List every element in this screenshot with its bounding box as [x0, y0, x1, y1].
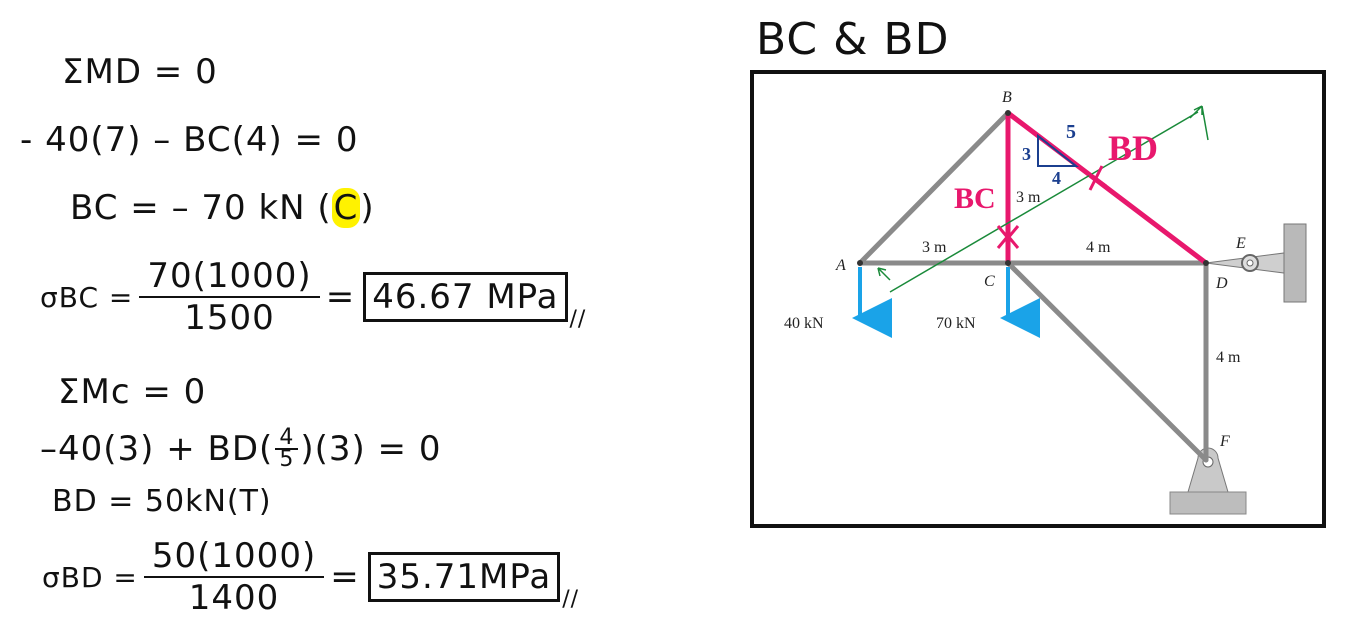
annot-bc: BC: [954, 182, 996, 215]
compression-highlight: C: [331, 188, 361, 228]
dim-df: 4 m: [1216, 349, 1241, 366]
triangle-side-4: 4: [1052, 168, 1061, 188]
slope-triangle: [1037, 133, 1079, 167]
triangle-side-5: 5: [1066, 121, 1076, 143]
stress-bd-numerator: 50(1000): [143, 536, 325, 578]
stress-bc: σBC = 70(1000) 1500 = 46.67 MPa //: [40, 256, 586, 338]
node-label-c: C: [984, 273, 995, 290]
wall-support: [1283, 223, 1307, 303]
node-label-f: F: [1219, 433, 1230, 450]
bc-force-text: BC = – 70 kN (: [70, 188, 332, 228]
stress-bc-equals: =: [325, 277, 356, 317]
ground-f: [1169, 491, 1247, 515]
joint-d: [1203, 260, 1209, 266]
stress-bd-label: σBD =: [42, 560, 138, 594]
ratio-numerator: 4: [275, 427, 299, 450]
annot-bd: BD: [1108, 128, 1158, 168]
node-label-a: A: [835, 257, 846, 274]
cut-mark-bd: [1083, 165, 1107, 191]
section-arrow-right: [1189, 105, 1209, 141]
dim-bc: 3 m: [1016, 189, 1041, 206]
joint-c: [1005, 260, 1011, 266]
stress-bd: σBD = 50(1000) 1400 = 35.71MPa //: [42, 536, 579, 618]
stress-bc-denominator: 1500: [184, 298, 275, 338]
triangle-side-3: 3: [1022, 144, 1031, 164]
ratio-denominator: 5: [279, 447, 295, 472]
stress-bd-denominator: 1400: [188, 578, 280, 618]
load-label-a: 40 kN: [784, 315, 824, 332]
section-arrow-left: [877, 267, 891, 281]
joints: [857, 110, 1209, 266]
stress-bc-result: 46.67 MPa: [363, 272, 568, 322]
moment-equation-c: –40(3) + BD( 4 5 )(3) = 0: [40, 427, 442, 472]
pin-e-inner: [1246, 259, 1254, 267]
moment-c-right: )(3) = 0: [300, 429, 442, 469]
joint-a: [857, 260, 863, 266]
bc-force-close: ): [360, 188, 375, 228]
moment-c-left: –40(3) + BD(: [40, 429, 274, 469]
diagram-title: BC & BD: [756, 14, 950, 65]
section-cut: [889, 111, 1199, 293]
sum-moments-d: ΣMD = 0: [62, 52, 218, 92]
node-label-e: E: [1235, 235, 1246, 252]
dim-cd: 4 m: [1086, 239, 1111, 256]
member-ab: [857, 110, 1011, 266]
load-label-c: 70 kN: [936, 315, 976, 332]
moment-equation-d: - 40(7) – BC(4) = 0: [20, 120, 359, 160]
node-label-b: B: [1002, 89, 1012, 106]
stress-bc-numerator: 70(1000): [139, 256, 320, 298]
node-label-d: D: [1215, 275, 1228, 292]
stress-bc-label: σBC =: [40, 280, 134, 314]
stress-bc-fraction: 70(1000) 1500: [139, 256, 320, 338]
sum-moments-c: ΣMc = 0: [58, 372, 207, 412]
truss-diagram: A B C D E F 3 m 4 m 3 m 4 m 40 kN 70 kN …: [750, 70, 1326, 528]
truss-members: [857, 110, 1209, 463]
stress-bd-fraction: 50(1000) 1400: [143, 536, 325, 618]
stress-bd-tick: //: [562, 586, 580, 612]
dim-ac: 3 m: [922, 239, 947, 256]
calculations: ΣMD = 0 - 40(7) – BC(4) = 0 BC = – 70 kN…: [0, 0, 620, 642]
cut-mark-bc: [996, 225, 1020, 249]
ratio-fraction: 4 5: [275, 427, 299, 472]
stress-bd-equals: =: [330, 557, 360, 597]
stress-bd-result: 35.71MPa: [367, 552, 561, 602]
member-cf: [1005, 260, 1209, 463]
bc-force-result: BC = – 70 kN (C): [70, 188, 375, 228]
stress-bc-tick: //: [569, 306, 587, 332]
bd-force-result: BD = 50kN(T): [52, 484, 272, 519]
joint-b: [1005, 110, 1011, 116]
